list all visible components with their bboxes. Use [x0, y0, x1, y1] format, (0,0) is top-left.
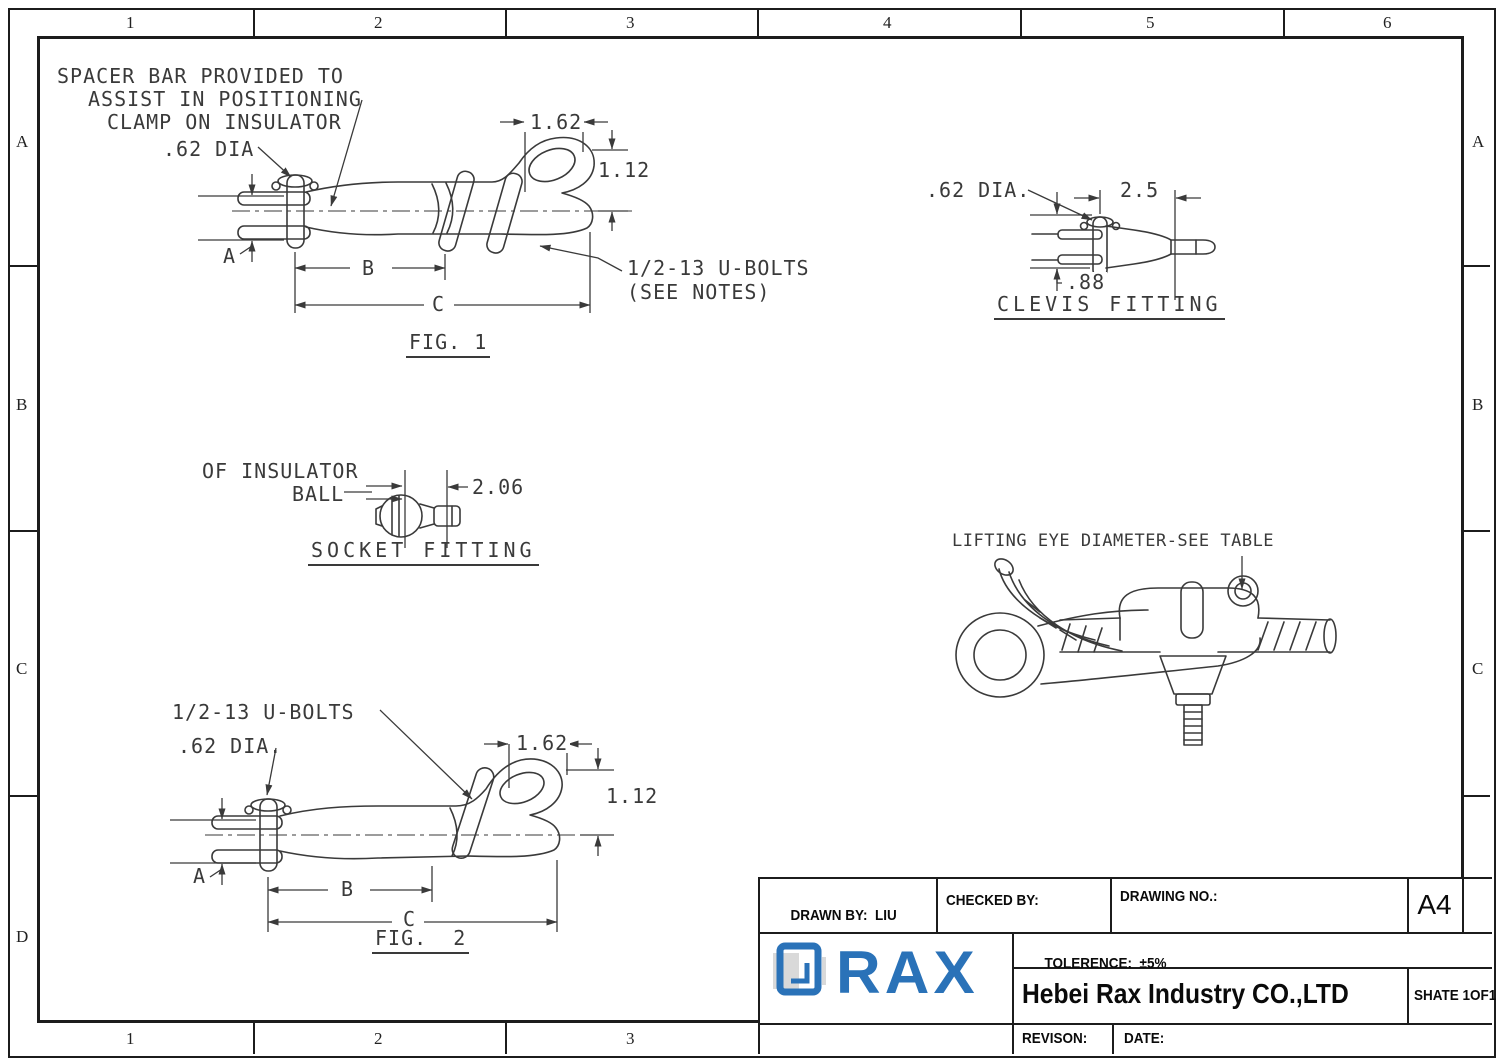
bottom-divider — [505, 1022, 507, 1054]
zone-label-left-c: C — [16, 659, 28, 678]
revision-label: REVISON: — [1022, 1030, 1088, 1047]
tb-line — [758, 932, 1492, 934]
fig1-spacer-note-line3: CLAMP ON INSULATOR — [107, 110, 342, 134]
tolerance-label: TOLERENCE: — [1044, 955, 1133, 972]
top-divider — [253, 10, 255, 36]
tb-line — [1012, 932, 1014, 1054]
left-divider — [10, 530, 37, 532]
clevis-fitting-drawing — [1027, 189, 1216, 300]
title-block: DRAWN BY: LIU CHECKED BY: DRAWING NO.: A… — [758, 877, 1496, 1054]
left-divider — [10, 265, 37, 267]
drawn-by-value: LIU — [875, 907, 897, 924]
zone-label-bottom-3: 3 — [626, 1029, 635, 1048]
top-divider — [1283, 10, 1285, 36]
right-divider — [1463, 530, 1490, 532]
clevis-pin-dia-label: .62 DIA. — [926, 178, 1031, 202]
zone-label-top-4: 4 — [883, 13, 892, 32]
zone-label-bottom-2: 2 — [374, 1029, 383, 1048]
rax-logo: RAX — [770, 939, 1010, 1019]
tb-line — [1462, 877, 1464, 932]
clevis-dim-height: .88 — [1064, 270, 1108, 294]
zone-label-top-5: 5 — [1146, 13, 1155, 32]
right-divider — [1463, 265, 1490, 267]
tb-line — [1110, 877, 1112, 932]
zone-label-top-2: 2 — [374, 13, 383, 32]
fig1-spacer-note-line1: SPACER BAR PROVIDED TO — [57, 64, 344, 88]
tolerance-cell: TOLERENCE: ±5% — [1022, 941, 1167, 986]
sheet-label: SHATE 1OF1 — [1414, 987, 1497, 1004]
fig1-pin-dia-label: .62 DIA — [163, 137, 255, 161]
zone-label-left-b: B — [16, 395, 28, 414]
fig2-ubolt-note: 1/2-13 U-BOLTS — [172, 700, 355, 724]
outer-frame — [8, 8, 1496, 1058]
fig1-ubolt-note-line1: 1/2-13 U-BOLTS — [627, 256, 810, 280]
checked-by-label: CHECKED BY: — [946, 892, 1039, 909]
lifting-eye-drawing — [955, 556, 1337, 746]
socket-note-line2: BALL — [292, 482, 345, 506]
clevis-dim-width: 2.5 — [1118, 178, 1162, 202]
fig2-drawing — [170, 709, 614, 932]
rax-logo-icon — [773, 942, 826, 996]
bottom-divider — [253, 1022, 255, 1054]
top-divider — [505, 10, 507, 36]
zone-label-right-b: B — [1472, 395, 1484, 414]
top-divider — [757, 10, 759, 36]
fig1-drawing — [198, 99, 632, 313]
fig1-dim-c: C — [430, 292, 448, 316]
fig2-dim-height: 1.12 — [604, 784, 661, 808]
zone-label-bottom-1: 1 — [126, 1029, 135, 1048]
top-divider — [1020, 10, 1022, 36]
fig2-caption: FIG. 2 — [372, 928, 470, 954]
paper-size: A4 — [1417, 889, 1452, 920]
tb-line — [758, 877, 760, 1054]
fig1-caption: FIG. 1 — [406, 332, 491, 358]
tb-line — [1407, 967, 1409, 1023]
tb-line — [758, 1023, 1492, 1025]
rax-logo-text: RAX — [836, 939, 979, 1006]
zone-label-right-c: C — [1472, 659, 1484, 678]
zone-label-top-1: 1 — [126, 13, 135, 32]
zone-label-top-6: 6 — [1383, 13, 1392, 32]
fig1-dim-a: A — [221, 244, 239, 268]
fig1-dim-width: 1.62 — [528, 110, 585, 134]
drawn-by-cell: DRAWN BY: LIU — [768, 893, 897, 938]
fig1-spacer-note-line2: ASSIST IN POSITIONING — [88, 87, 362, 111]
company-name: Hebei Rax Industry CO.,LTD — [1022, 978, 1349, 1009]
inner-frame-left — [37, 36, 40, 1022]
inner-frame-right — [1461, 36, 1464, 932]
fig2-pin-dia-label: .62 DIA. — [178, 734, 283, 758]
tb-line — [758, 877, 1492, 879]
zone-label-left-d: D — [16, 927, 29, 946]
socket-note-line1: OF INSULATOR — [202, 459, 359, 483]
tolerance-value: ±5% — [1139, 955, 1167, 972]
tb-line — [1112, 1023, 1114, 1054]
fig2-dim-b: B — [339, 877, 357, 901]
fig1-ubolt-note-line2: (SEE NOTES) — [627, 280, 771, 304]
tb-line — [936, 877, 938, 932]
inner-frame-top — [37, 36, 1463, 39]
zone-label-right-a: A — [1472, 132, 1485, 151]
socket-dim-length: 2.06 — [470, 475, 527, 499]
drawn-by-label: DRAWN BY: — [790, 907, 868, 924]
drawing-no-label: DRAWING NO.: — [1120, 888, 1218, 905]
fig2-dim-width: 1.62 — [514, 731, 571, 755]
left-divider — [10, 795, 37, 797]
zone-label-left-a: A — [16, 132, 29, 151]
right-divider — [1463, 795, 1490, 797]
clevis-caption: CLEVIS FITTING — [994, 294, 1225, 320]
fig1-dim-height: 1.12 — [596, 158, 653, 182]
fig1-dim-b: B — [360, 256, 378, 280]
inner-frame-bottom — [37, 1020, 759, 1023]
zone-label-top-3: 3 — [626, 13, 635, 32]
fig2-dim-c: C — [401, 907, 419, 931]
tb-line — [1407, 877, 1409, 932]
lifting-eye-callout: LIFTING EYE DIAMETER-SEE TABLE — [952, 531, 1275, 551]
fig2-dim-a: A — [191, 864, 209, 888]
date-label: DATE: — [1124, 1030, 1165, 1047]
tb-line — [1012, 967, 1492, 969]
socket-caption: SOCKET FITTING — [308, 540, 539, 566]
socket-fitting-drawing — [344, 470, 468, 548]
